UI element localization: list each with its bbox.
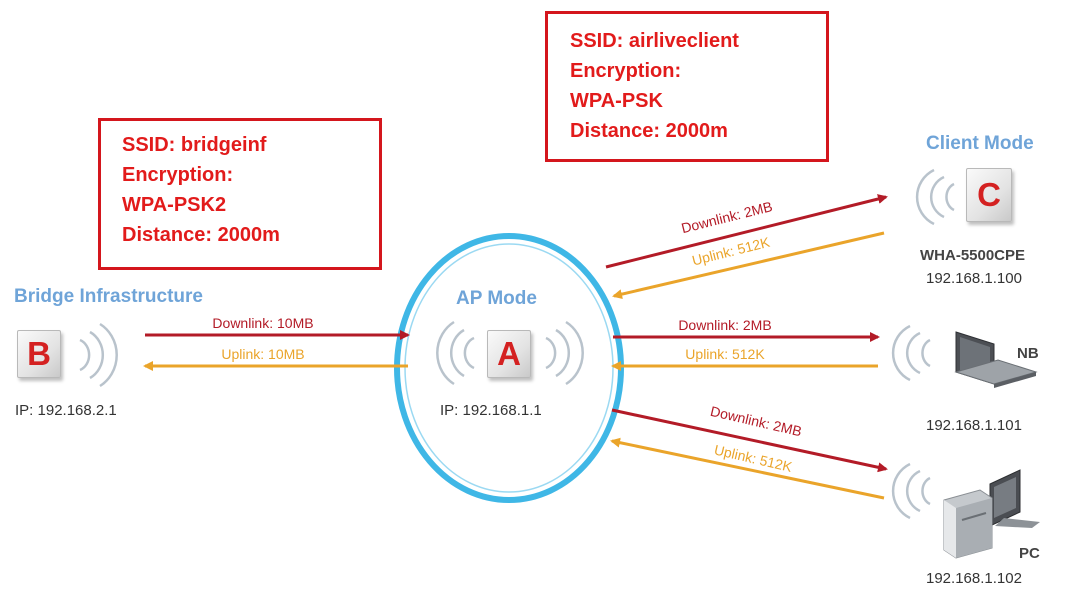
- node-a-ip: IP: 192.168.1.1: [440, 402, 542, 419]
- wifi-waves-a-right-icon: [545, 320, 584, 386]
- ssid-label: SSID: airliveclient: [570, 30, 739, 52]
- node-nb-ip: 192.168.1.101: [926, 417, 1022, 434]
- node-b-device: B: [17, 330, 61, 378]
- encryption-value: WPA-PSK: [570, 90, 663, 112]
- ap-mode-title: AP Mode: [456, 288, 537, 309]
- node-pc-name: PC: [1019, 545, 1040, 562]
- ssid-info-box-client: SSID: airliveclient Encryption: WPA-PSK …: [545, 11, 829, 162]
- ssid-label: SSID: bridgeinf: [122, 134, 267, 156]
- ap-coverage-ring: [394, 233, 624, 503]
- node-nb-name: NB: [1017, 345, 1039, 362]
- desktop-pc-icon: [943, 469, 1040, 559]
- encryption-label: Encryption:: [122, 164, 234, 186]
- wifi-waves-a-left-icon: [436, 320, 475, 386]
- encryption-label: Encryption:: [570, 60, 682, 82]
- ssid-info-box-bridge: SSID: bridgeinf Encryption: WPA-PSK2 Dis…: [98, 118, 382, 270]
- node-c-model: WHA-5500CPE: [920, 247, 1026, 264]
- link-nb-uplink-label: Uplink: 512K: [685, 346, 765, 362]
- client-mode-title: Client Mode: [926, 133, 1034, 154]
- link-c-downlink-arrow: [605, 194, 888, 269]
- wifi-waves-b-icon: [79, 322, 118, 388]
- link-b-uplink-label: Uplink: 10MB: [221, 346, 304, 362]
- link-pc-downlink-arrow: [611, 408, 888, 473]
- node-b-ip: IP: 192.168.2.1: [15, 402, 117, 419]
- node-pc-ip: 192.168.1.102: [926, 570, 1022, 587]
- distance-label: Distance: 2000m: [570, 120, 728, 142]
- node-c-letter: C: [977, 176, 1001, 213]
- node-a-letter: A: [497, 335, 521, 372]
- wifi-waves-pc-icon: [891, 462, 931, 520]
- link-nb-downlink-label: Downlink: 2MB: [678, 317, 771, 333]
- node-c-device: C: [966, 168, 1012, 222]
- distance-label: Distance: 2000m: [122, 224, 280, 246]
- node-b-letter: B: [27, 335, 51, 372]
- node-c-ip: 192.168.1.100: [926, 270, 1022, 287]
- link-c-downlink-label: Downlink: 2MB: [680, 198, 774, 236]
- link-b-downlink-label: Downlink: 10MB: [212, 315, 313, 331]
- encryption-value: WPA-PSK2: [122, 194, 227, 216]
- wifi-waves-c-icon: [915, 168, 955, 226]
- bridge-infrastructure-title: Bridge Infrastructure: [14, 286, 203, 307]
- link-pc-uplink-arrow: [610, 437, 885, 500]
- link-c-uplink-arrow: [612, 231, 885, 300]
- wifi-waves-nb-icon: [891, 324, 931, 382]
- node-a-device: A: [487, 330, 531, 378]
- laptop-icon: [954, 331, 1038, 388]
